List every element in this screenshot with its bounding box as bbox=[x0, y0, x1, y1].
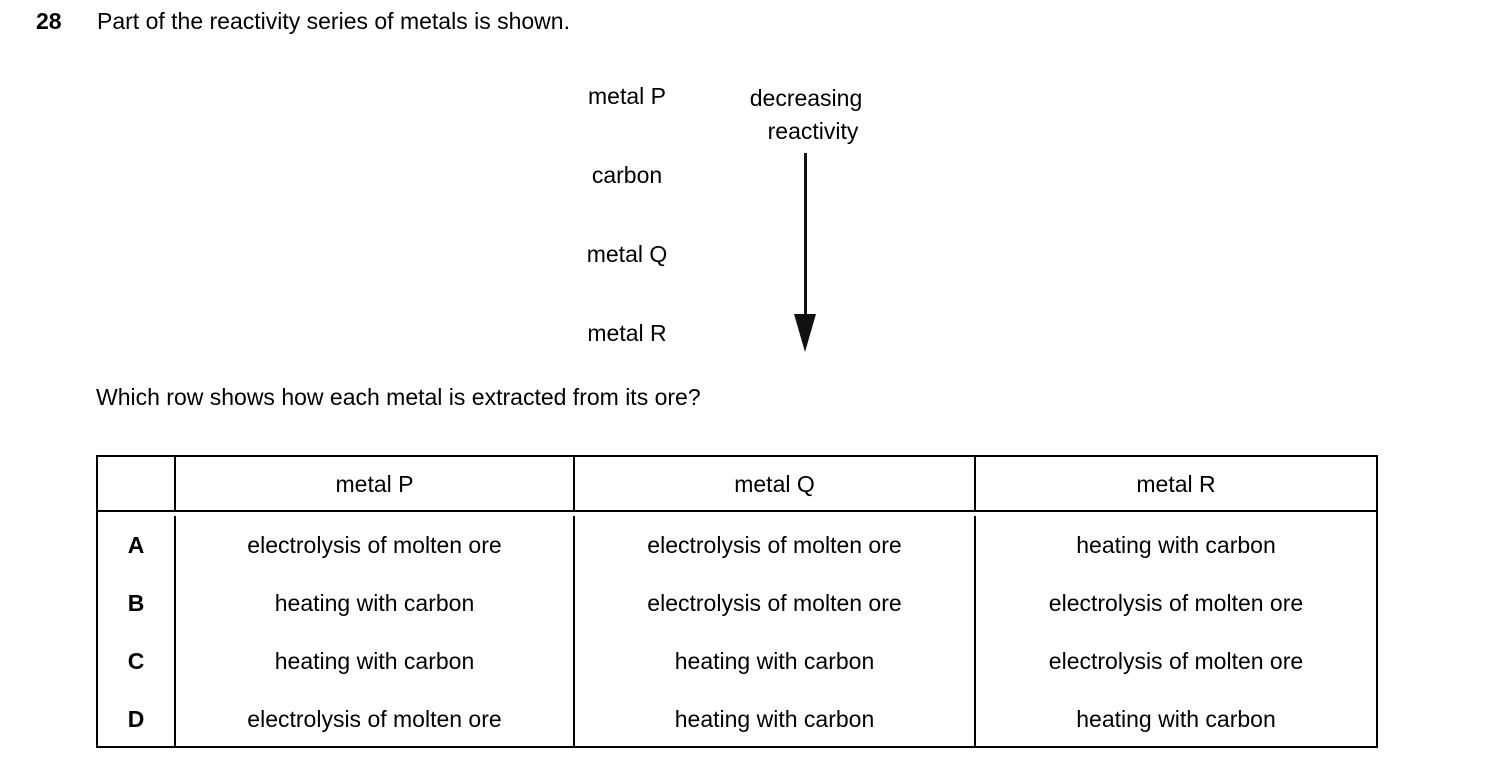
series-label-metal-q: metal Q bbox=[586, 241, 668, 267]
table-header-row: metal P metal Q metal R bbox=[98, 457, 1376, 512]
answer-options-table: metal P metal Q metal R A electrolysis o… bbox=[96, 455, 1378, 748]
option-label-d: D bbox=[98, 690, 176, 748]
option-label-c: C bbox=[98, 632, 176, 690]
series-label-carbon: carbon bbox=[591, 162, 663, 188]
down-arrow-icon bbox=[794, 314, 816, 352]
table-row[interactable]: D electrolysis of molten ore heating wit… bbox=[98, 690, 1376, 748]
table-row[interactable]: B heating with carbon electrolysis of mo… bbox=[98, 574, 1376, 632]
table-row[interactable]: A electrolysis of molten ore electrolysi… bbox=[98, 516, 1376, 574]
option-b-metal-q: electrolysis of molten ore bbox=[575, 574, 976, 632]
header-cell-blank bbox=[98, 457, 176, 510]
option-a-metal-p: electrolysis of molten ore bbox=[176, 516, 575, 574]
reactivity-series-diagram: metal P carbon metal Q metal R decreasin… bbox=[0, 70, 1000, 370]
caption-line-2: reactivity bbox=[767, 118, 859, 144]
question-number: 28 bbox=[36, 8, 62, 34]
option-b-metal-r: electrolysis of molten ore bbox=[1048, 590, 1304, 616]
option-a-metal-r: heating with carbon bbox=[1076, 532, 1276, 558]
option-c-metal-r: electrolysis of molten ore bbox=[1048, 648, 1304, 674]
table-row[interactable]: C heating with carbon heating with carbo… bbox=[98, 632, 1376, 690]
option-d-metal-q: heating with carbon bbox=[575, 690, 976, 748]
series-label-metal-r: metal R bbox=[587, 320, 667, 346]
option-label-a: A bbox=[98, 516, 176, 574]
option-c-metal-q: heating with carbon bbox=[575, 632, 976, 690]
option-d-metal-p: electrolysis of molten ore bbox=[176, 690, 575, 748]
decreasing-reactivity-caption: decreasing reactivity bbox=[686, 82, 926, 148]
question-stem: 28 Part of the reactivity series of meta… bbox=[36, 7, 1436, 37]
option-label-b: B bbox=[98, 574, 176, 632]
option-b-metal-p: heating with carbon bbox=[176, 574, 575, 632]
down-arrow-shaft bbox=[804, 153, 807, 317]
question-prompt: Which row shows how each metal is extrac… bbox=[96, 384, 701, 410]
caption-line-1: decreasing bbox=[749, 85, 863, 111]
question-stem-text: Part of the reactivity series of metals … bbox=[97, 8, 570, 34]
header-cell-metal-p: metal P bbox=[176, 457, 575, 510]
option-d-metal-r: heating with carbon bbox=[1076, 706, 1276, 732]
header-cell-metal-q: metal Q bbox=[575, 457, 976, 510]
option-c-metal-p: heating with carbon bbox=[176, 632, 575, 690]
header-cell-metal-r: metal R bbox=[1136, 470, 1216, 497]
option-a-metal-q: electrolysis of molten ore bbox=[575, 516, 976, 574]
series-label-metal-p: metal P bbox=[588, 83, 666, 109]
